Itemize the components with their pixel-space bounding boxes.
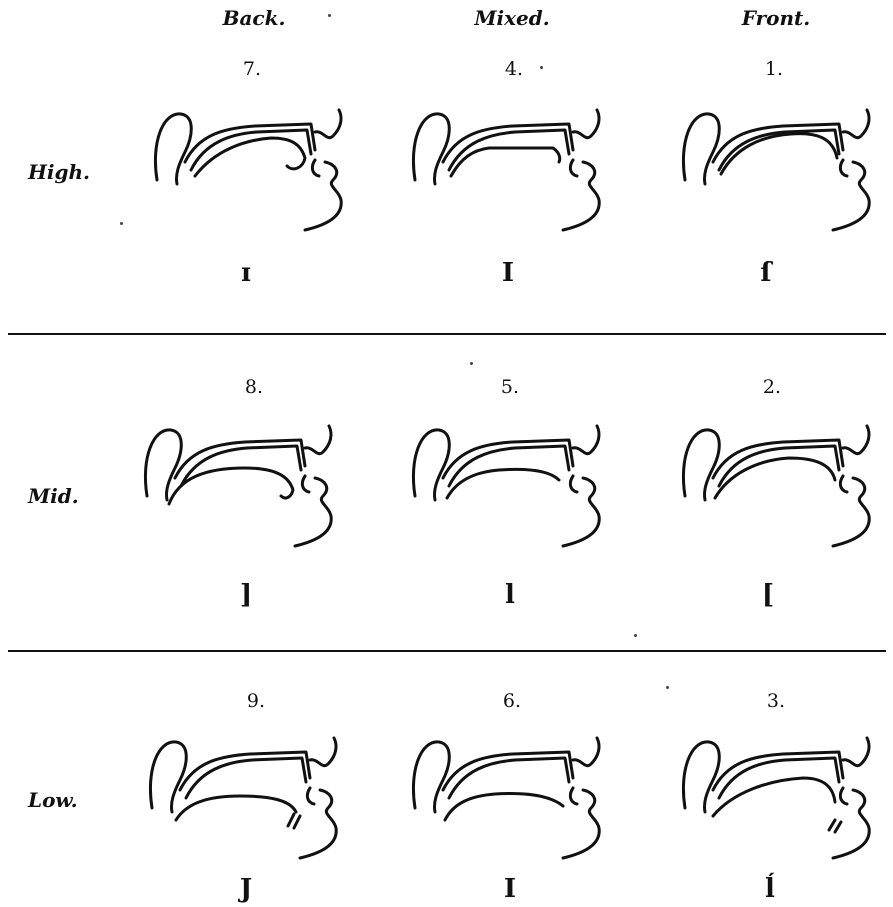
vowel-symbol-low-back: J xyxy=(226,874,266,904)
print-speck xyxy=(470,362,473,365)
column-header-back: Back. xyxy=(194,6,314,30)
row-header-mid: Mid. xyxy=(28,484,79,508)
column-header-mixed: Mixed. xyxy=(452,6,572,30)
vowel-symbol-mid-back: ] xyxy=(226,580,266,610)
mouth-diagram-mid-front xyxy=(673,418,873,558)
vowel-symbol-low-front: ĺ xyxy=(750,874,790,904)
figure-number-high-mixed: 4. xyxy=(484,58,544,80)
figure-number-high-back: 7. xyxy=(222,58,282,80)
figure-number-low-front: 3. xyxy=(746,690,806,712)
mouth-diagram-low-back xyxy=(140,730,340,870)
vowel-symbol-low-mixed: I xyxy=(490,874,530,904)
print-speck xyxy=(540,66,543,69)
row-header-low: Low. xyxy=(28,788,78,812)
figure-number-mid-front: 2. xyxy=(742,376,802,398)
mouth-diagram-low-mixed xyxy=(403,730,603,870)
vowel-symbol-mid-front: [ xyxy=(748,580,788,610)
vowel-symbol-high-front: ſ xyxy=(746,258,786,288)
mouth-diagram-high-front xyxy=(673,102,873,242)
mouth-diagram-high-mixed xyxy=(403,102,603,242)
print-speck xyxy=(328,14,331,17)
divider-mid-low xyxy=(8,650,886,652)
figure-number-low-mixed: 6. xyxy=(482,690,542,712)
column-header-front: Front. xyxy=(716,6,836,30)
figure-number-mid-mixed: 5. xyxy=(480,376,540,398)
figure-number-low-back: 9. xyxy=(226,690,286,712)
mouth-diagram-mid-mixed xyxy=(403,418,603,558)
row-header-high: High. xyxy=(28,160,90,184)
figure-number-high-front: 1. xyxy=(744,58,804,80)
vowel-symbol-high-back: ɪ xyxy=(226,258,266,288)
figure-number-mid-back: 8. xyxy=(224,376,284,398)
vowel-symbol-high-mixed: I xyxy=(488,258,528,288)
print-speck xyxy=(120,222,123,225)
print-speck xyxy=(666,686,669,689)
mouth-diagram-low-front xyxy=(673,730,873,870)
mouth-diagram-mid-back xyxy=(135,418,335,558)
print-speck xyxy=(634,634,637,637)
mouth-diagram-high-back xyxy=(145,102,345,242)
vowel-symbol-mid-mixed: l xyxy=(490,580,530,610)
divider-high-mid xyxy=(8,333,886,335)
